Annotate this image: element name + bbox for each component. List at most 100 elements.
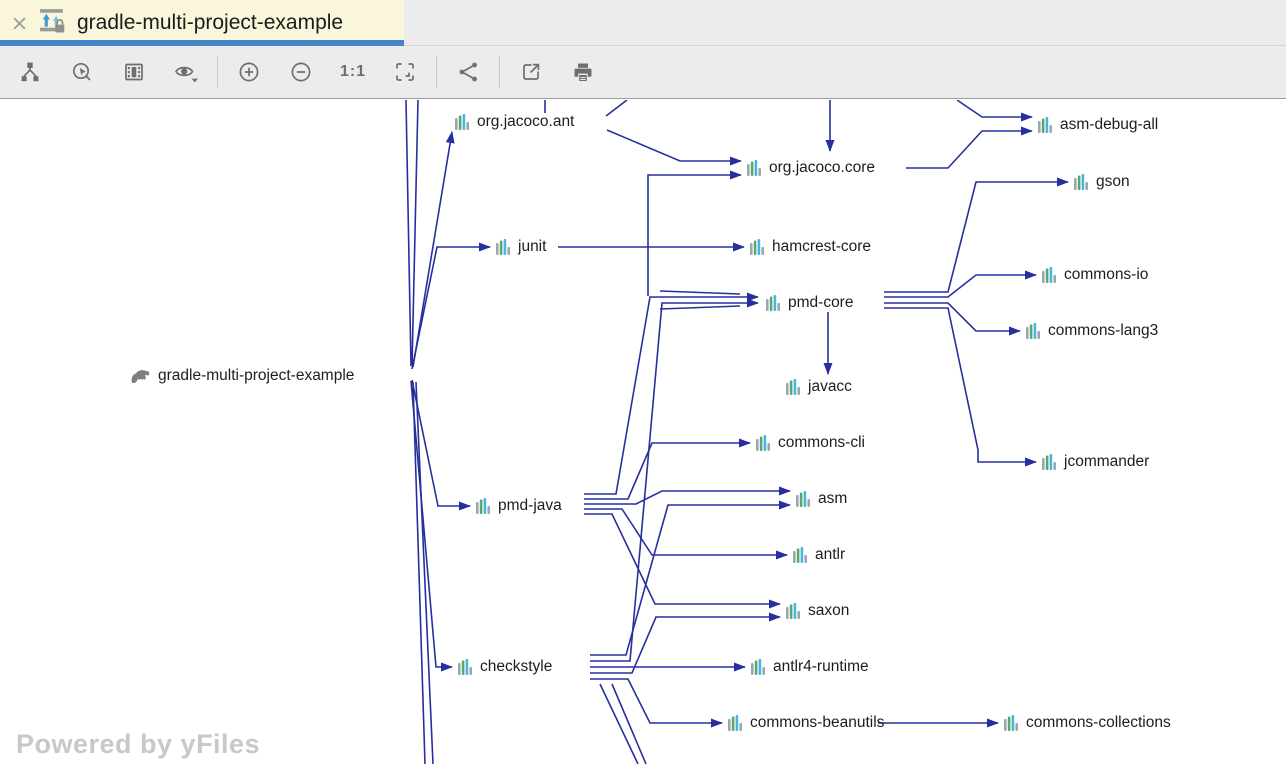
dependency-edge [584, 508, 788, 560]
graph-node-asm[interactable]: asm [796, 490, 847, 508]
node-label: asm-debug-all [1060, 116, 1159, 133]
toolbar-separator [436, 56, 437, 88]
toolbar-separator [499, 56, 500, 88]
library-icon [455, 114, 469, 130]
node-label: commons-lang3 [1048, 322, 1159, 339]
diagram-canvas[interactable]: gradle-multi-project-example org.jacoco.a… [0, 100, 1286, 764]
visibility-settings-button[interactable] [164, 52, 208, 92]
library-icon [476, 498, 490, 514]
node-label: asm [818, 490, 848, 507]
library-icon [728, 715, 742, 731]
node-label: pmd-core [788, 294, 854, 311]
dependency-edge [410, 380, 453, 672]
dependency-edge [647, 170, 742, 296]
graph-node-hamcrest-core[interactable]: hamcrest-core [750, 238, 871, 256]
grid-button[interactable] [112, 52, 156, 92]
library-icon [458, 659, 472, 675]
graph-node-commons-io[interactable]: commons-io [1042, 266, 1148, 284]
library-icon [766, 295, 780, 311]
graph-node-antlr4-runtime[interactable]: antlr4-runtime [751, 658, 869, 676]
graph-node-org-jacoco-ant[interactable]: org.jacoco.ant [455, 113, 574, 131]
graph-node-antlr[interactable]: antlr [793, 546, 845, 564]
diagram-tab-icon [37, 6, 68, 40]
library-icon [1042, 454, 1056, 470]
active-tab-underline [0, 40, 404, 46]
export-diagram-button[interactable] [509, 52, 553, 92]
dependency-edge [884, 270, 1037, 298]
dependency-edge [606, 129, 742, 166]
dependency-edge [659, 305, 741, 310]
dependency-graph: gradle-multi-project-example org.jacoco.a… [0, 100, 1286, 764]
node-label: commons-beanutils [750, 714, 885, 731]
node-label: antlr [815, 546, 846, 563]
diagram-tab[interactable]: gradle-multi-project-example [0, 0, 404, 46]
zoom-in-button[interactable] [227, 52, 271, 92]
graph-node-commons-lang3[interactable]: commons-lang3 [1026, 322, 1158, 340]
zoom-to-selection-button[interactable] [60, 52, 104, 92]
dependency-edge [884, 177, 1069, 293]
graph-node-commons-collections[interactable]: commons-collections [1004, 714, 1171, 732]
node-label: commons-collections [1026, 714, 1171, 731]
apply-layout-button[interactable] [446, 52, 490, 92]
graph-node-commons-beanutils[interactable]: commons-beanutils [728, 714, 884, 732]
node-label: org.jacoco.ant [477, 113, 575, 130]
node-label: commons-cli [778, 434, 865, 451]
graph-node-checkstyle[interactable]: checkstyle [458, 658, 552, 676]
yfiles-watermark: Powered by yFiles [16, 729, 261, 759]
library-icon [1004, 715, 1018, 731]
graph-node-jcommander[interactable]: jcommander [1042, 453, 1149, 471]
actual-size-label: 1:1 [339, 63, 367, 80]
dependency-edge [590, 500, 791, 656]
graph-layout-button[interactable] [8, 52, 52, 92]
dependency-edge [605, 100, 628, 117]
graph-node-commons-cli[interactable]: commons-cli [756, 434, 865, 452]
library-icon [747, 160, 761, 176]
graph-node-junit[interactable]: junit [496, 238, 546, 256]
node-label: gson [1096, 173, 1130, 190]
dependency-edge [906, 126, 1033, 169]
node-label: javacc [808, 378, 852, 395]
gradle-icon [131, 369, 150, 383]
graph-node-pmd-java[interactable]: pmd-java [476, 497, 562, 515]
node-label: commons-io [1064, 266, 1149, 283]
dependency-edge [411, 379, 471, 511]
dependency-edge [412, 131, 455, 368]
graph-node-pmd-core[interactable]: pmd-core [766, 294, 853, 312]
dependency-edge [584, 486, 791, 505]
library-icon [756, 435, 770, 451]
dependency-edge [590, 678, 723, 728]
node-label: hamcrest-core [772, 238, 872, 255]
dependency-edges [405, 100, 1069, 764]
dependency-edge [956, 100, 1033, 122]
library-icon [793, 547, 807, 563]
tab-title: gradle-multi-project-example [77, 11, 344, 34]
fit-content-button[interactable] [383, 52, 427, 92]
zoom-out-button[interactable] [279, 52, 323, 92]
node-label: junit [518, 238, 547, 255]
actual-size-button[interactable]: 1:1 [331, 52, 375, 92]
dependency-edge [411, 100, 419, 367]
library-icon [750, 239, 764, 255]
graph-node-javacc[interactable]: javacc [786, 378, 852, 396]
chevron-down-icon [191, 78, 198, 83]
dependency-edge [411, 242, 491, 370]
close-tab-icon[interactable] [10, 14, 28, 32]
toolbar-separator [217, 56, 218, 88]
library-icon [786, 379, 800, 395]
graph-node-saxon[interactable]: saxon [786, 602, 849, 620]
graph-node-gradle-multi-project-example[interactable]: gradle-multi-project-example [130, 367, 354, 385]
node-label: antlr4-runtime [773, 658, 869, 675]
print-button[interactable] [561, 52, 605, 92]
graph-node-asm-debug-all[interactable]: asm-debug-all [1038, 116, 1158, 134]
dependency-edge [884, 307, 1037, 467]
library-icon [751, 659, 765, 675]
library-icon [1042, 267, 1056, 283]
dependency-edge [584, 513, 781, 609]
node-label: jcommander [1064, 453, 1150, 470]
dependency-edge [884, 302, 1021, 336]
graph-node-org-jacoco-core[interactable]: org.jacoco.core [747, 159, 875, 177]
graph-node-gson[interactable]: gson [1074, 173, 1130, 191]
diagram-toolbar: 1:1 [0, 46, 1286, 99]
library-icon [786, 603, 800, 619]
dependency-edge [599, 683, 639, 764]
